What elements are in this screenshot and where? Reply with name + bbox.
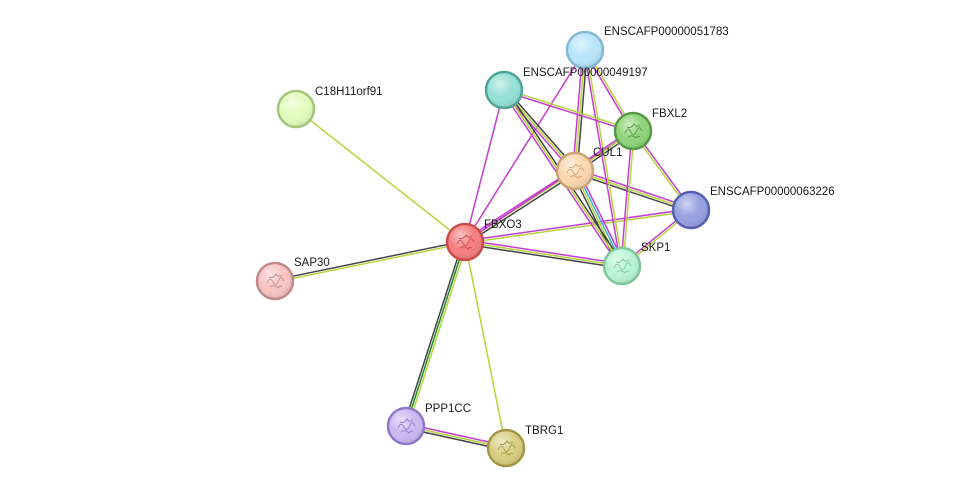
edge-evidence-line (405, 241, 466, 427)
edge-FBXO3-ENSCAFP00000049197[interactable] (464, 89, 505, 243)
edge-evidence-line (464, 49, 586, 243)
node-label: FBXO3 (484, 219, 522, 231)
node-shine (448, 225, 482, 259)
node-fbxo3[interactable]: FBXO3 (445, 219, 522, 262)
node-label: CUL1 (593, 147, 622, 159)
protein-structure-icon (266, 272, 285, 289)
protein-structure-icon (397, 417, 416, 434)
edge-evidence-line (585, 49, 624, 266)
edge-FBXO3-TBRG1[interactable] (464, 241, 507, 449)
edge-FBXL2-ENSCAFP00000049197[interactable] (503, 88, 634, 133)
edge-FBXO3-ENSCAFP00000051783[interactable] (464, 49, 586, 243)
node-shine (616, 114, 650, 148)
edge-FBXO3-PPP1CC[interactable] (403, 241, 468, 427)
edge-evidence-line (463, 168, 575, 241)
node-label: PPP1CC (425, 403, 471, 415)
node-shine (487, 73, 521, 107)
edge-FBXO3-SKP1[interactable] (464, 239, 623, 269)
node-enscafp00000051783[interactable]: ENSCAFP00000051783 (565, 26, 729, 70)
node-c18h11orf91[interactable]: C18H11orf91 (276, 86, 383, 129)
node-skp1[interactable]: SKP1 (602, 242, 670, 286)
edge-evidence-line (464, 208, 691, 242)
node-shine (605, 249, 639, 283)
edge-evidence-line (620, 130, 633, 266)
edge-evidence-line (574, 172, 691, 213)
edge-evidence-line (574, 49, 586, 172)
node-label: ENSCAFP00000063226 (710, 186, 835, 198)
edge-evidence-line (464, 241, 623, 267)
edge-evidence-line (464, 89, 505, 243)
node-label: SKP1 (641, 242, 670, 254)
node-label: ENSCAFP00000051783 (604, 26, 729, 38)
protein-structure-icon (624, 122, 643, 139)
edge-evidence-line (465, 239, 623, 265)
node-shine (279, 92, 313, 126)
node-label: TBRG1 (525, 425, 563, 437)
node-enscafp00000049197[interactable]: ENSCAFP00000049197 (484, 67, 648, 110)
node-shine (674, 193, 708, 227)
node-label: ENSCAFP00000049197 (523, 67, 648, 79)
node-label: C18H11orf91 (315, 86, 383, 98)
edge-evidence-line (622, 131, 635, 267)
node-shine (258, 264, 292, 298)
node-shine (568, 33, 602, 67)
edge-evidence-line (576, 50, 588, 172)
edge-SKP1-FBXL2[interactable] (620, 130, 635, 267)
edge-FBXO3-SAP30[interactable] (274, 240, 466, 283)
edge-evidence-line (503, 90, 633, 133)
edge-evidence-line (572, 49, 584, 171)
node-shine (489, 431, 523, 465)
edge-evidence-line (574, 170, 692, 211)
node-shine (389, 409, 423, 443)
edge-evidence-line (464, 243, 622, 269)
edge-evidence-line (504, 88, 634, 131)
node-ppp1cc[interactable]: PPP1CC (386, 403, 471, 446)
edge-evidence-line (583, 50, 622, 267)
protein-structure-icon (613, 257, 632, 274)
edge-FBXO3-C18H11orf91[interactable] (295, 108, 466, 243)
node-cul1[interactable]: CUL1 (555, 147, 622, 191)
edge-evidence-line (275, 242, 466, 283)
edge-evidence-line (403, 241, 464, 426)
edge-SKP1-ENSCAFP00000051783[interactable] (583, 49, 624, 267)
node-shine (558, 154, 592, 188)
edge-evidence-line (274, 240, 465, 281)
node-enscafp00000063226[interactable]: ENSCAFP00000063226 (671, 186, 835, 230)
edge-FBXO3-ENSCAFP00000063226[interactable] (464, 208, 692, 244)
edge-evidence-line (464, 241, 507, 449)
node-tbrg1[interactable]: TBRG1 (486, 425, 563, 468)
node-fbxl2[interactable]: FBXL2 (613, 108, 687, 151)
node-label: SAP30 (294, 257, 330, 269)
protein-structure-icon (497, 439, 516, 456)
node-label: FBXL2 (652, 108, 687, 120)
edge-evidence-line (295, 108, 466, 243)
protein-structure-icon (456, 233, 475, 250)
edge-evidence-line (407, 242, 468, 427)
edge-evidence-line (575, 168, 692, 209)
edge-evidence-line (465, 210, 692, 244)
node-sap30[interactable]: SAP30 (255, 257, 330, 301)
edge-CUL1-ENSCAFP00000051783[interactable] (572, 49, 588, 172)
edge-evidence-line (465, 172, 577, 245)
protein-structure-icon (566, 162, 585, 179)
edge-CUL1-ENSCAFP00000063226[interactable] (574, 168, 692, 213)
